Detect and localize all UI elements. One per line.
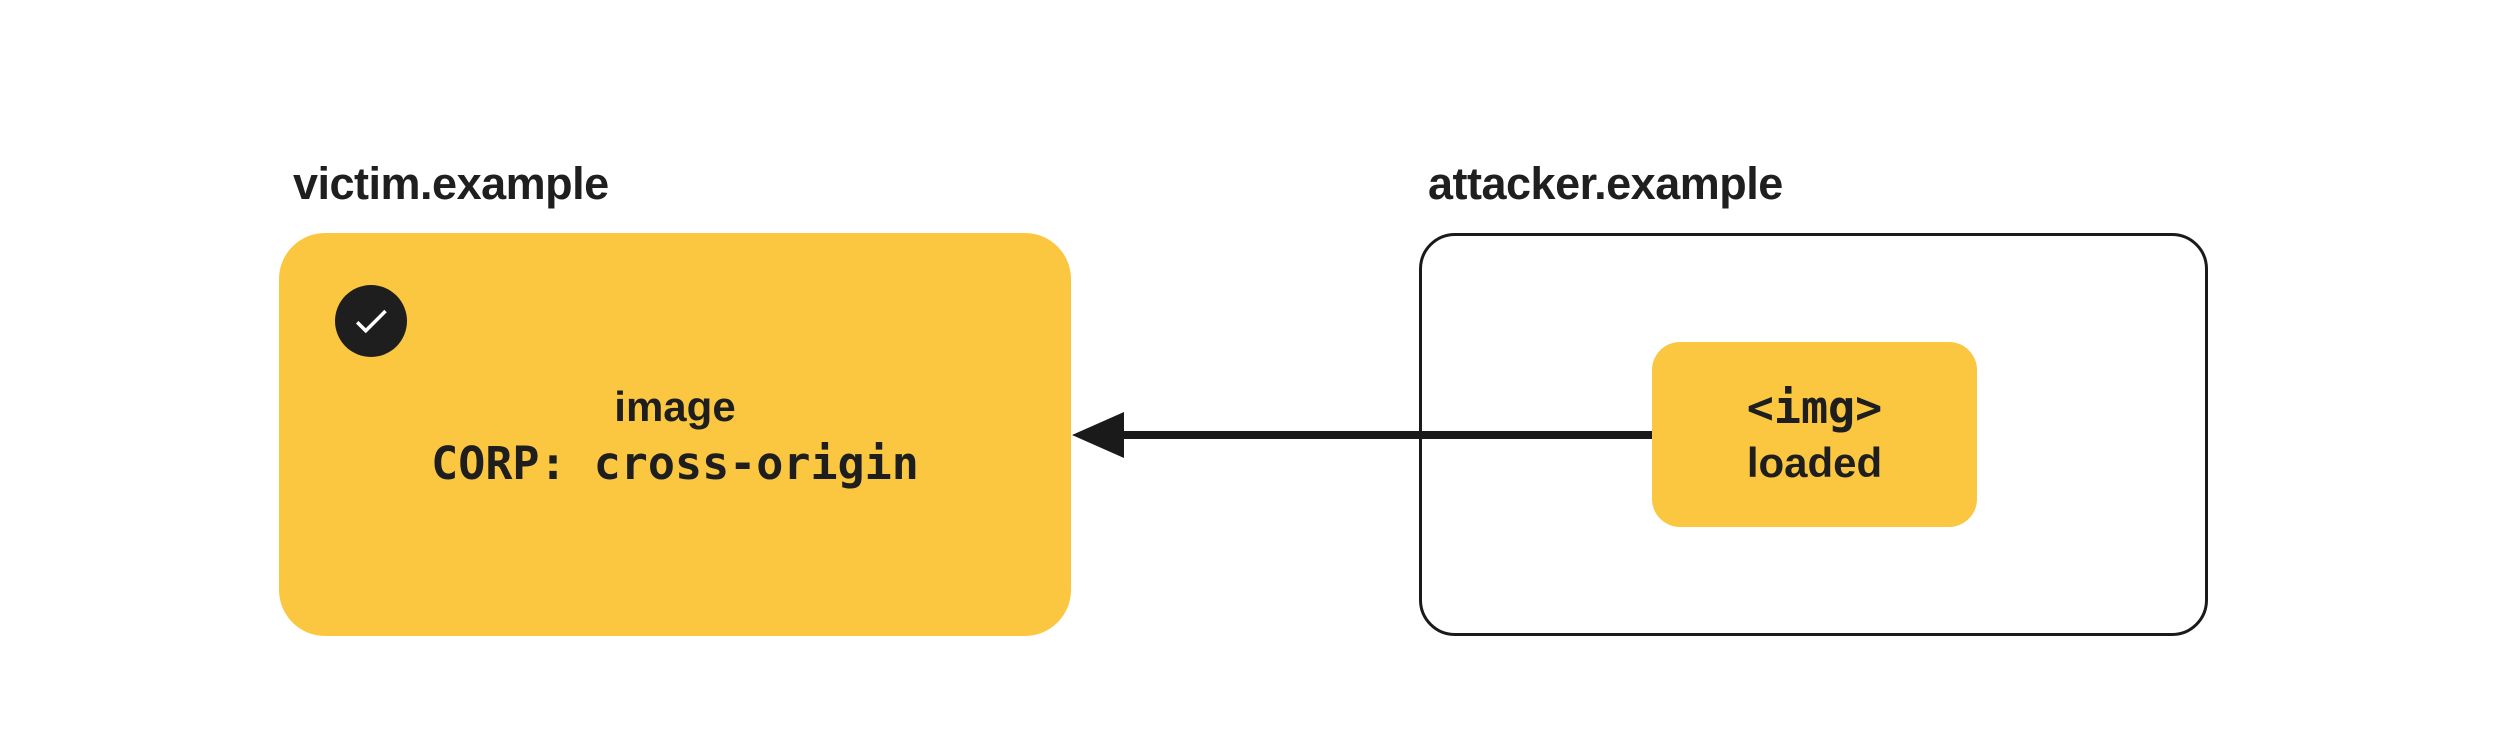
- img-tag-label: <img>: [1746, 380, 1883, 434]
- victim-server-box: image CORP: cross-origin: [279, 233, 1071, 636]
- victim-domain-label: victim.example: [293, 158, 609, 209]
- corp-allowed-badge: [335, 285, 407, 357]
- img-loaded-chip: <img> loaded: [1652, 342, 1977, 527]
- corp-header-label: CORP: cross-origin: [431, 436, 919, 490]
- victim-resource-text: image CORP: cross-origin: [279, 233, 1071, 636]
- loaded-status-label: loaded: [1746, 438, 1883, 486]
- left-arrow-icon: [1072, 412, 1124, 458]
- attacker-domain-label: attacker.example: [1428, 158, 1783, 209]
- resource-name-label: image: [614, 382, 736, 430]
- check-icon: [355, 309, 387, 334]
